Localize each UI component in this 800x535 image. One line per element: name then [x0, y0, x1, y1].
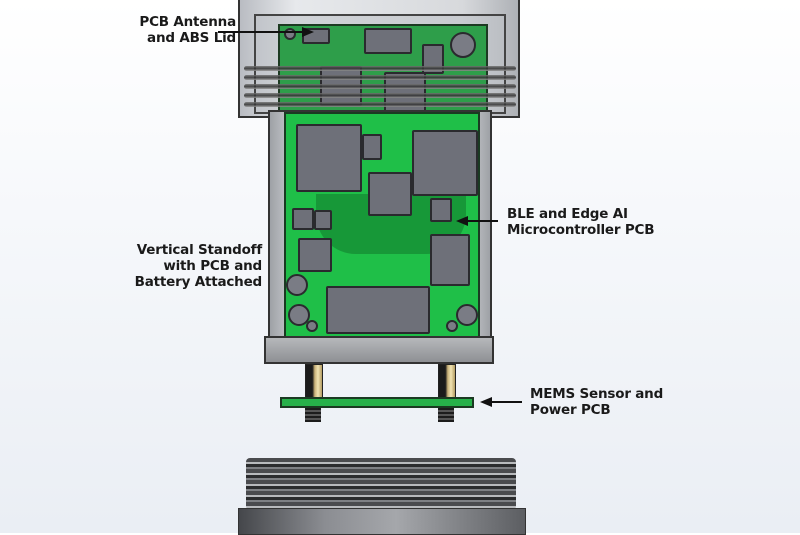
label-line: with PCB and: [163, 258, 262, 274]
label-mems-pcb: MEMS Sensor and Power PCB: [530, 386, 690, 418]
arrow-head-icon: [302, 27, 314, 37]
via: [446, 320, 458, 332]
screw-right: [438, 408, 454, 422]
label-line: Power PCB: [530, 402, 611, 418]
mems-sensor-pcb: [280, 397, 474, 408]
label-line: PCB Antenna: [139, 14, 236, 30]
label-mcu-pcb: BLE and Edge AI Microcontroller PCB: [507, 206, 707, 238]
flash-ic: [430, 234, 470, 286]
label-line: Battery Attached: [134, 274, 263, 290]
antenna-via: [284, 28, 296, 40]
small-ic: [362, 134, 382, 160]
label-line: Vertical Standoff: [136, 242, 262, 258]
ble-chip: [430, 198, 452, 222]
capacitor: [288, 304, 310, 326]
lid-thread: [244, 93, 516, 98]
housing-thread: [246, 458, 516, 510]
lid-capacitor: [450, 32, 476, 58]
rf-module: [364, 28, 412, 54]
arrow-line: [466, 220, 498, 222]
regulator-ic: [298, 238, 332, 272]
standoff-base: [264, 336, 494, 364]
label-line: Microcontroller PCB: [507, 222, 655, 238]
label-line: MEMS Sensor and: [530, 386, 664, 402]
label-standoff: Vertical Standoff with PCB and Battery A…: [118, 242, 263, 290]
via: [306, 320, 318, 332]
mcu-pcb: [284, 112, 480, 340]
lid-thread: [244, 66, 516, 71]
screw-left: [305, 408, 321, 422]
sensor-ic: [368, 172, 412, 216]
arrow-head-icon: [480, 397, 492, 407]
ble-module: [412, 130, 478, 196]
main-ic: [296, 124, 362, 192]
lid-thread: [244, 102, 516, 107]
brass-standoff-right: [438, 364, 456, 398]
label-line: BLE and Edge AI: [507, 206, 628, 222]
battery-connector: [326, 286, 430, 334]
housing-body: [238, 508, 526, 535]
lid-thread: [244, 84, 516, 89]
arrow-line: [218, 31, 304, 33]
label-antenna-lid: PCB Antenna and ABS Lid: [108, 14, 236, 46]
capacitor: [286, 274, 308, 296]
capacitor: [456, 304, 478, 326]
arrow-line: [490, 401, 522, 403]
lid-thread: [244, 75, 516, 80]
arrow-head-icon: [456, 216, 468, 226]
small-ic: [314, 210, 332, 230]
brass-standoff-left: [305, 364, 323, 398]
small-ic: [292, 208, 314, 230]
label-line: and ABS Lid: [147, 30, 236, 46]
